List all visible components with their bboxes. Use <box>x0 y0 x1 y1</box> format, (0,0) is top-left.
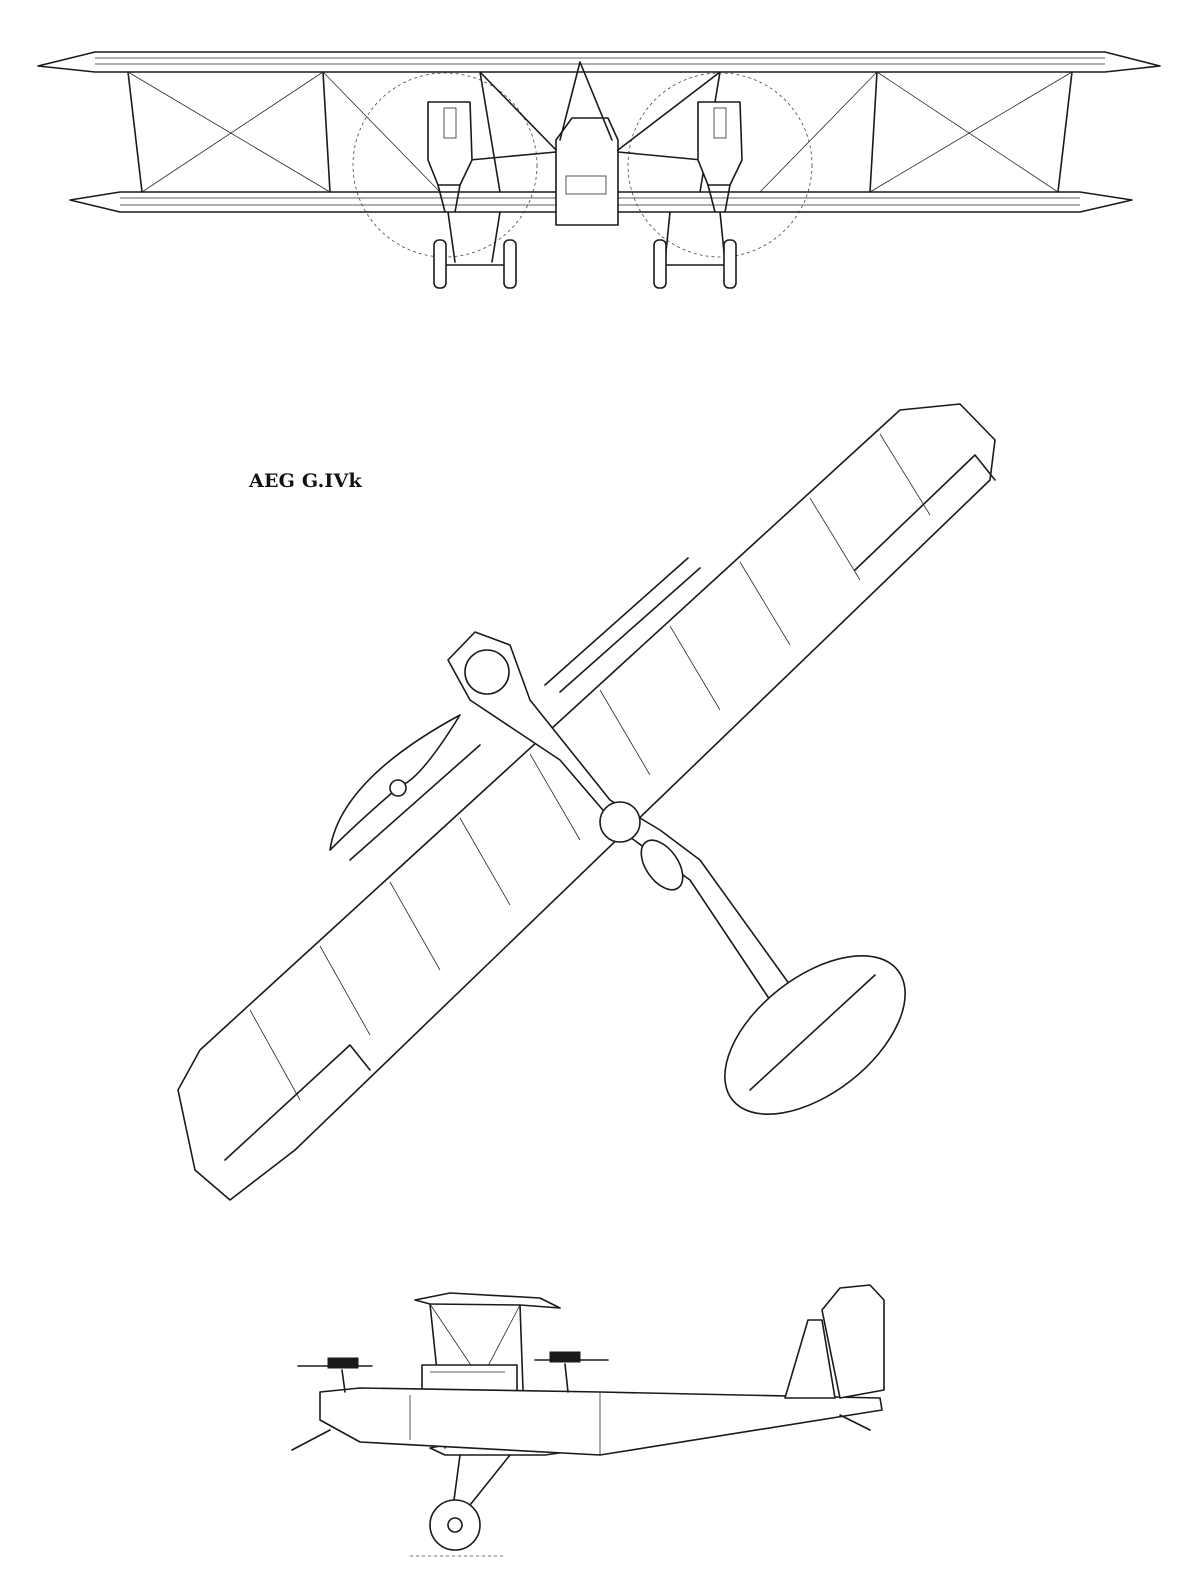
left-aileron <box>224 1044 371 1161</box>
aircraft-title: AEG G.IVk <box>249 470 362 492</box>
rudder <box>821 1284 885 1399</box>
left-landing-gear <box>433 211 517 289</box>
tailskid <box>839 1414 871 1431</box>
wing-ribs <box>249 433 931 1101</box>
rear-machine-gun <box>534 1351 609 1393</box>
upper-wing <box>37 51 1161 73</box>
landing-gear-side <box>410 1454 511 1557</box>
pilot-cockpit <box>640 839 684 891</box>
bracing-wires <box>127 71 1073 193</box>
rear-gunner-cockpit <box>599 801 641 843</box>
right-aileron <box>854 454 996 571</box>
ventral-machine-gun <box>291 1429 331 1451</box>
nose-machine-gun <box>297 1357 373 1393</box>
right-propeller <box>544 557 701 693</box>
side-view <box>291 1284 885 1557</box>
main-wing <box>177 403 996 1201</box>
upper-wing-side <box>414 1292 561 1309</box>
fin <box>784 1319 836 1399</box>
left-engine-nacelle <box>427 101 473 213</box>
left-propeller <box>329 714 481 861</box>
elevator-hinge <box>749 974 876 1091</box>
right-landing-gear <box>653 211 737 289</box>
lower-wing <box>69 191 1133 213</box>
front-view <box>37 51 1161 289</box>
fuselage-front <box>555 117 619 226</box>
tailplane <box>724 955 906 1115</box>
right-engine-nacelle <box>697 101 743 213</box>
nose-gunner-cockpit <box>464 649 510 695</box>
plan-view <box>177 403 996 1201</box>
fuselage-side <box>319 1387 883 1456</box>
